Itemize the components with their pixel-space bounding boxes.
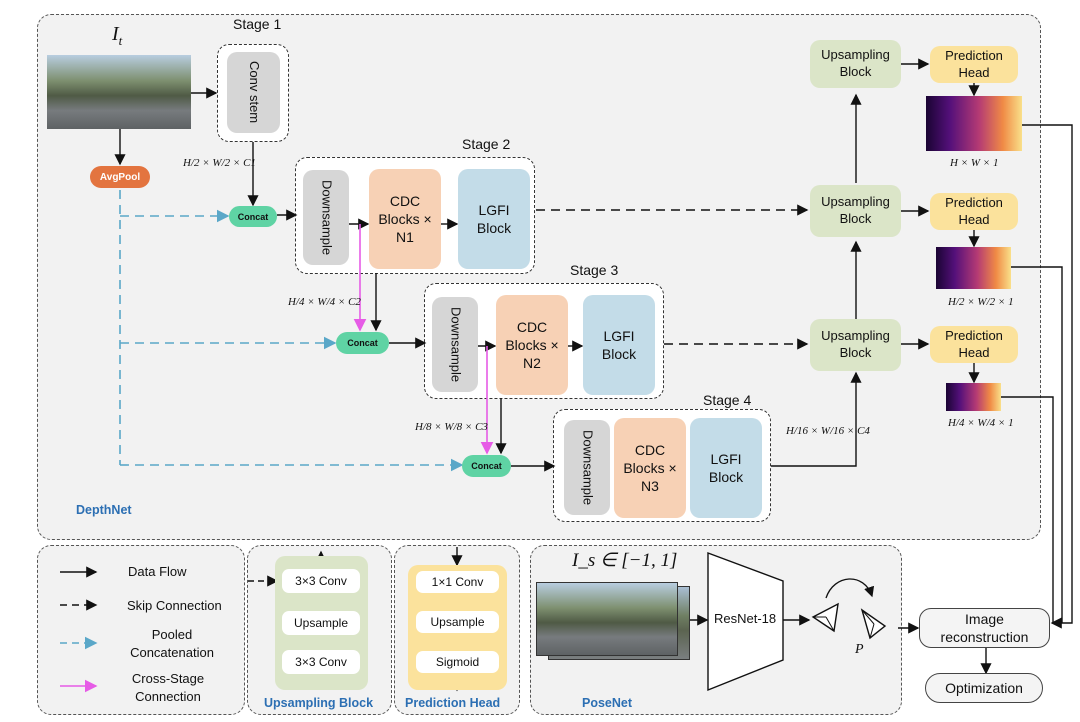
legend-pooled-concatenation: Pooled Concatenation — [130, 627, 214, 661]
prediction-head-2: Prediction Head — [930, 193, 1018, 230]
stage4-cdc-blocks: CDC Blocks × N3 — [614, 418, 686, 518]
depth-map-half — [936, 247, 1011, 289]
stage2-dim: H/4 × W/4 × C2 — [288, 296, 361, 308]
depthnet-panel — [37, 14, 1041, 540]
prediction-detail-title: Prediction Head — [405, 696, 501, 710]
depth-output-3-dim: H/4 × W/4 × 1 — [948, 417, 1014, 429]
prediction-head-3: Prediction Head — [930, 326, 1018, 363]
input-image — [47, 55, 191, 129]
conv-stem-block: Conv stem — [227, 52, 280, 133]
upsampling-block-3: Upsampling Block — [810, 319, 901, 371]
up-detail-upsample: Upsample — [282, 611, 360, 635]
avgpool-block: AvgPool — [90, 166, 150, 188]
stage1-dim: H/2 × W/2 × C1 — [183, 157, 256, 169]
stage1-title: Stage 1 — [233, 16, 282, 32]
stage2-lgfi-block: LGFI Block — [458, 169, 530, 269]
optimization-box: Optimization — [925, 673, 1043, 703]
legend-skip-connection: Skip Connection — [127, 598, 222, 613]
legend-cross-stage: Cross-Stage Connection — [131, 671, 205, 705]
stage4-downsample: Downsample — [564, 420, 610, 515]
stage4-lgfi-block: LGFI Block — [690, 418, 762, 518]
upsampling-block-2: Upsampling Block — [810, 185, 901, 237]
pred-detail-upsample: Upsample — [416, 611, 499, 633]
concat-3: Concat — [462, 455, 511, 477]
stage2-cdc-blocks: CDC Blocks × N1 — [369, 169, 441, 269]
stage4-title: Stage 4 — [703, 392, 752, 408]
up-detail-conv-1: 3×3 Conv — [282, 569, 360, 593]
pose-label: P — [855, 642, 864, 657]
upsampling-detail-title: Upsampling Block — [264, 696, 374, 710]
resnet-label: ResNet-18 — [714, 611, 777, 626]
pred-detail-conv: 1×1 Conv — [416, 571, 499, 593]
depthnet-label: DepthNet — [76, 503, 132, 517]
upsampling-block-1: Upsampling Block — [810, 40, 901, 88]
concat-2: Concat — [336, 332, 389, 354]
stage3-title: Stage 3 — [570, 262, 619, 278]
prediction-head-1: Prediction Head — [930, 46, 1018, 83]
depth-map-quarter — [946, 383, 1001, 411]
depth-output-2-dim: H/2 × W/2 × 1 — [948, 296, 1014, 308]
resnet-shape — [707, 551, 784, 692]
pred-detail-sigmoid: Sigmoid — [416, 651, 499, 673]
stage3-dim: H/8 × W/8 × C3 — [415, 421, 488, 433]
stage4-dim: H/16 × W/16 × C4 — [786, 425, 870, 437]
up-detail-conv-2: 3×3 Conv — [282, 650, 360, 674]
stage3-lgfi-block: LGFI Block — [583, 295, 655, 395]
stage3-cdc-blocks: CDC Blocks × N2 — [496, 295, 568, 395]
posenet-title: PoseNet — [582, 696, 633, 710]
stage3-downsample: Downsample — [432, 297, 478, 392]
stage2-title: Stage 2 — [462, 136, 511, 152]
posenet-input-label: I_s ∈ [−1, 1] — [572, 550, 678, 571]
image-reconstruction-box: Image reconstruction — [919, 608, 1050, 648]
posenet-input-image-front — [536, 582, 678, 656]
depth-map-full — [926, 96, 1022, 151]
depth-output-1-dim: H × W × 1 — [950, 157, 999, 169]
stage2-downsample: Downsample — [303, 170, 349, 265]
input-label: It — [112, 23, 123, 48]
legend-data-flow: Data Flow — [128, 564, 187, 579]
concat-1: Concat — [229, 206, 277, 227]
